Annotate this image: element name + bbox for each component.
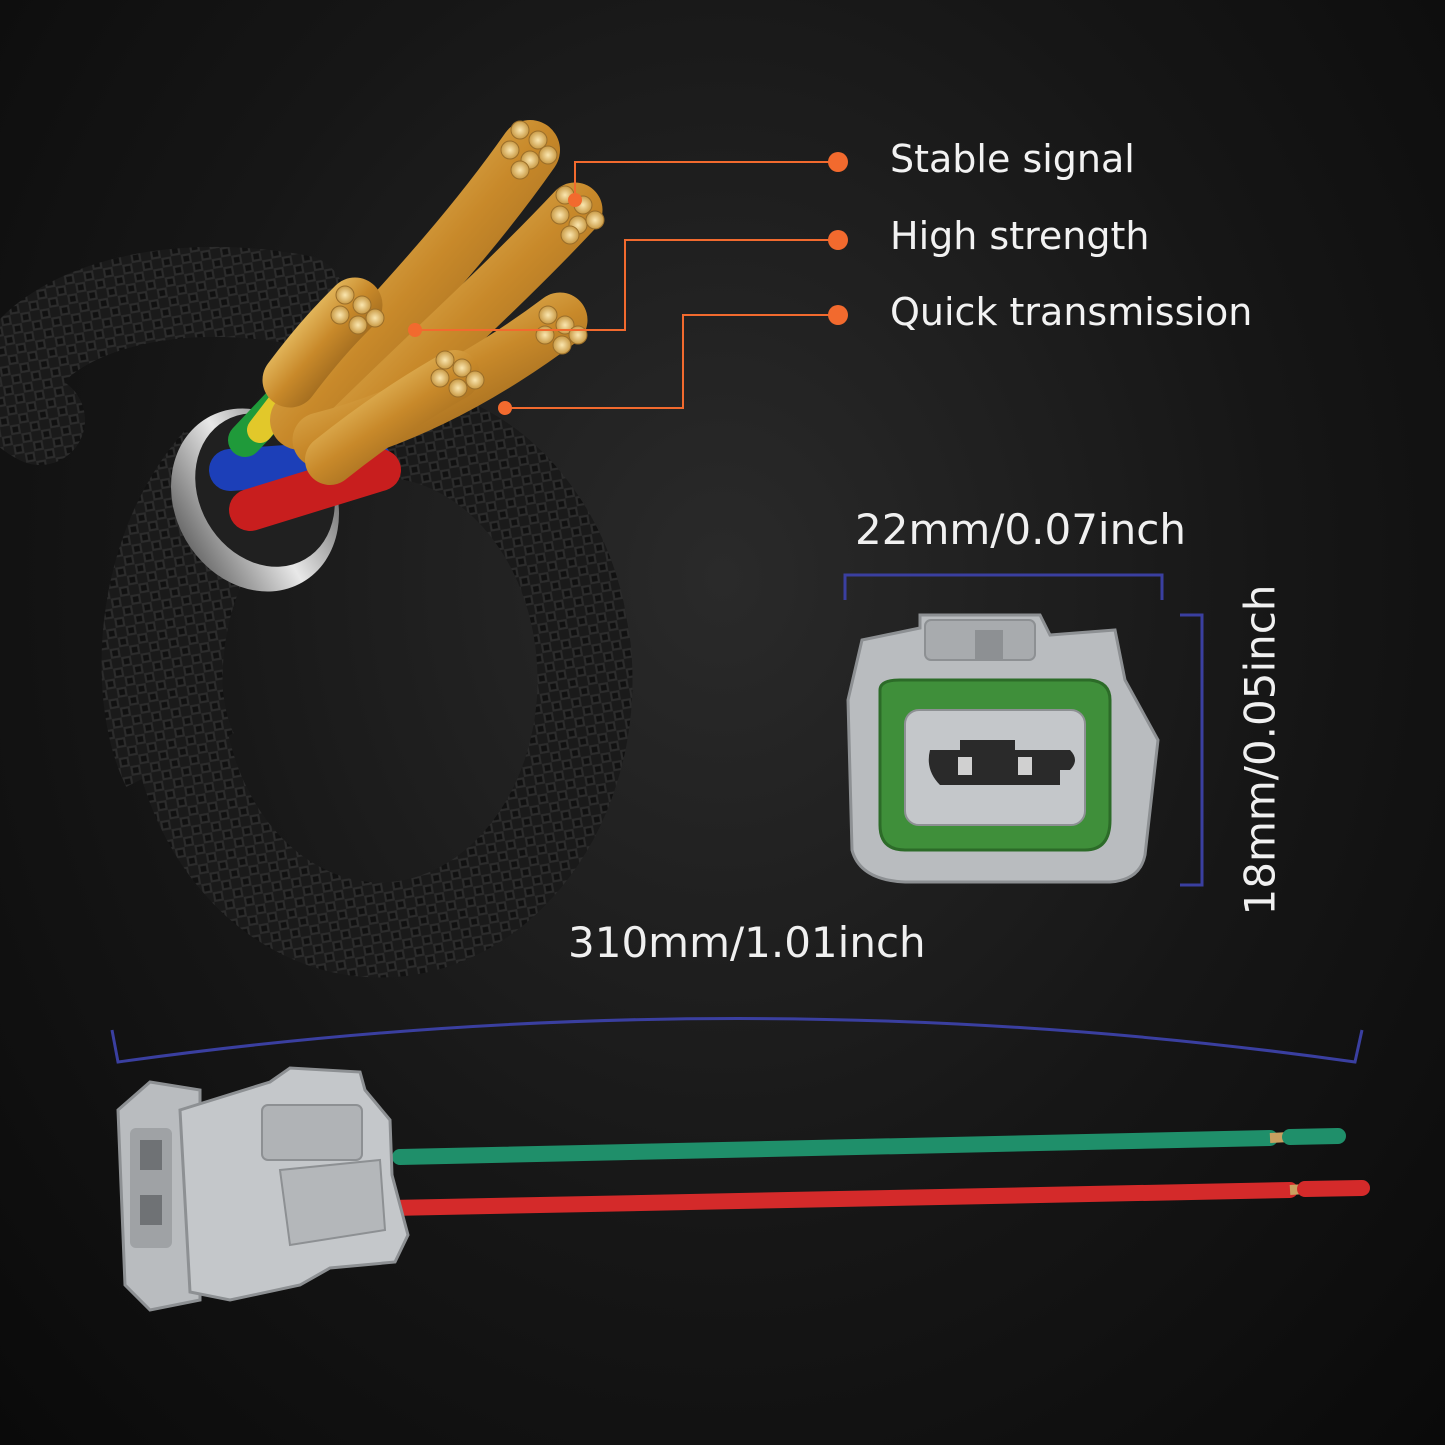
callout-dots bbox=[408, 152, 848, 415]
feature-high-strength: High strength bbox=[890, 214, 1150, 258]
connector-front-view bbox=[846, 613, 1160, 884]
height-dimension-label: 18mm/0.05inch bbox=[1235, 584, 1285, 916]
callout-dot-3 bbox=[828, 305, 848, 325]
height-dimension-line bbox=[1180, 613, 1204, 887]
length-dimension-line bbox=[110, 1017, 1364, 1064]
length-dimension-label: 310mm/1.01inch bbox=[568, 918, 926, 967]
callout-dot-2 bbox=[828, 230, 848, 250]
callout-dot-1 bbox=[828, 152, 848, 172]
pigtail-wires bbox=[382, 1128, 1370, 1216]
feature-stable-signal: Stable signal bbox=[890, 137, 1135, 181]
width-dimension-label: 22mm/0.07inch bbox=[855, 505, 1186, 554]
callout-lines bbox=[415, 161, 835, 409]
feature-quick-transmission: Quick transmission bbox=[890, 290, 1253, 334]
copper-strands bbox=[262, 120, 605, 485]
connector-side-view bbox=[116, 1066, 410, 1312]
width-dimension-line bbox=[843, 573, 1164, 600]
